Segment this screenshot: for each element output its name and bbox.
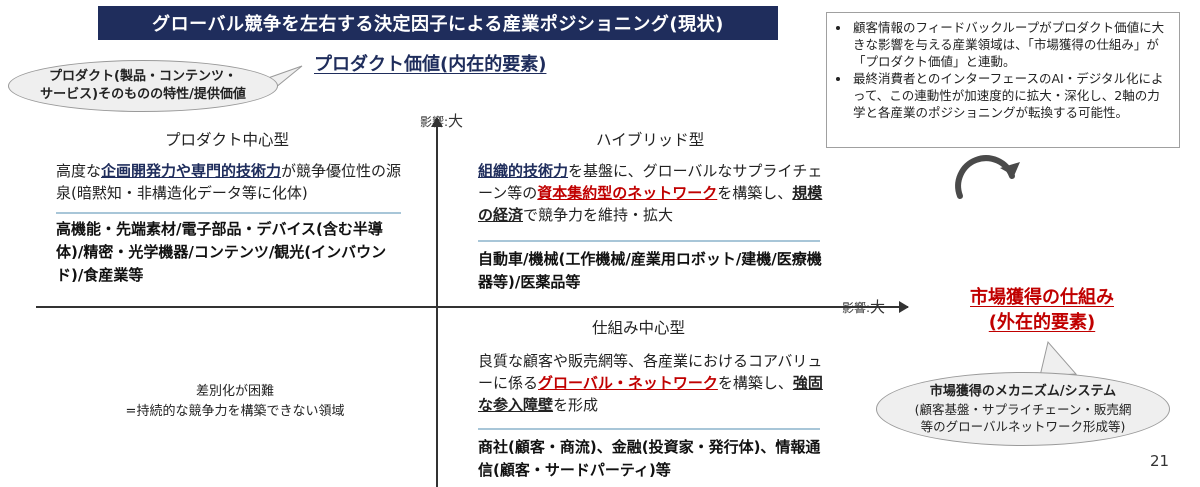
mechanism-desc-text1: 良質な顧客や販売網等、各産業におけるコアバリューに係る: [478, 352, 823, 392]
y-tick-prefix: 影響:: [420, 115, 449, 129]
cycle-arrow-icon: [955, 155, 1020, 199]
hybrid-desc-text2: を構築し、: [717, 184, 793, 202]
product-desc-text1: 高度な: [56, 162, 102, 180]
page-title: グローバル競争を左右する決定因子による産業ポジショニング(現状): [98, 6, 778, 40]
x-tick-prefix: 影響:: [842, 301, 871, 315]
quadrant-hybrid-title: ハイブリッド型: [596, 131, 705, 149]
y-axis-title: プロダクト価値(内在的要素): [314, 54, 547, 75]
difficult-line2: =持続的な競争力を構築できない領域: [125, 404, 345, 419]
quadrant-hybrid-desc: 組織的技術力を基盤に、グローバルなサプライチェーン等の資本集約型のネットワークを…: [478, 160, 834, 226]
hybrid-desc-text3: で競争力を維持・拡大: [523, 206, 674, 224]
difficult-line1: 差別化が困難: [195, 384, 274, 399]
note-item: 顧客情報のフィードバックループがプロダクト価値に大きな影響を与える産業領域は、「…: [851, 19, 1171, 70]
product-bubble-line1: プロダクト(製品・コンテンツ・: [49, 69, 237, 84]
quadrant-product-desc: 高度な企画開発力や専門的技術力が競争優位性の源泉(暗黙知・非構造化データ等に化体…: [56, 160, 406, 204]
product-bubble-line2: サービス)そのものの特性/提供価値: [40, 87, 246, 102]
mechanism-desc-highlight1: グローバル・ネットワーク: [538, 374, 718, 392]
mechanism-desc-text3: を形成: [553, 396, 599, 414]
market-bubble-title: 市場獲得のメカニズム/システム: [929, 384, 1117, 399]
market-bubble-tail: [1039, 340, 1078, 377]
mechanism-desc-highlight2: 強固な参入障壁: [478, 374, 823, 414]
quadrant-product-divider: [56, 212, 401, 214]
market-bubble-sub2: 等のグローバルネットワーク形成等): [920, 419, 1126, 434]
hybrid-desc-text1: を基盤に、グローバルなサプライチェーン等の: [478, 162, 823, 202]
note-item: 最終消費者とのインターフェースのAI・デジタル化によって、この連動性が加速度的に…: [851, 70, 1171, 121]
quadrant-hybrid-industries: 自動車/機械(工作機械/産業用ロボット/建機/医療機器等)/医薬品等: [478, 250, 822, 291]
page-number: 21: [1150, 452, 1170, 470]
product-value-bubble: プロダクト(製品・コンテンツ・ サービス)そのものの特性/提供価値: [8, 60, 278, 112]
x-axis-tick: 影響:大: [842, 296, 885, 317]
quadrant-hybrid-divider: [478, 240, 820, 242]
quadrant-mechanism-title: 仕組み中心型: [592, 319, 686, 337]
notes-list: 顧客情報のフィードバックループがプロダクト価値に大きな影響を与える産業領域は、「…: [837, 19, 1171, 121]
quadrant-mechanism-desc: 良質な顧客や販売網等、各産業におけるコアバリューに係るグローバル・ネットワークを…: [478, 350, 830, 416]
x-axis-title-line2: (外在的要素): [988, 312, 1096, 333]
quadrant-mechanism-divider: [478, 428, 820, 430]
x-axis-title-line1: 市場獲得の仕組み: [970, 287, 1114, 308]
y-axis-tick: 影響:大: [420, 110, 463, 131]
notes-box: 顧客情報のフィードバックループがプロダクト価値に大きな影響を与える産業領域は、「…: [826, 12, 1180, 148]
x-axis-title: 市場獲得の仕組み (外在的要素): [950, 285, 1134, 335]
y-tick-value: 大: [448, 112, 464, 130]
hybrid-desc-highlight1: 組織的技術力: [478, 162, 569, 180]
market-mechanism-bubble: 市場獲得のメカニズム/システム (顧客基盤・サプライチェーン・販売網 等のグロー…: [876, 372, 1170, 446]
quadrant-product-industries: 高機能・先端素材/電子部品・デバイス(含む半導体)/精密・光学機器/コンテンツ/…: [56, 220, 387, 284]
product-desc-highlight: 企画開発力や専門的技術力: [101, 162, 282, 180]
quadrant-difficult: 差別化が困難 =持続的な競争力を構築できない領域: [70, 382, 400, 422]
hybrid-desc-highlight3: 規模の経済: [478, 184, 823, 224]
product-desc-text2: が競争優位性の源泉(暗黙知・非構造化データ等に化体): [56, 162, 402, 202]
x-tick-value: 大: [870, 298, 886, 316]
hybrid-desc-highlight2: 資本集約型のネットワーク: [537, 184, 718, 202]
mechanism-desc-text2: を構築し、: [717, 374, 793, 392]
quadrant-mechanism-industries: 商社(顧客・商流)、金融(投資家・発行体)、情報通信(顧客・サードパーティ)等: [478, 438, 821, 479]
quadrant-product-title: プロダクト中心型: [165, 131, 290, 149]
market-bubble-sub1: (顧客基盤・サプライチェーン・販売網: [914, 402, 1132, 417]
